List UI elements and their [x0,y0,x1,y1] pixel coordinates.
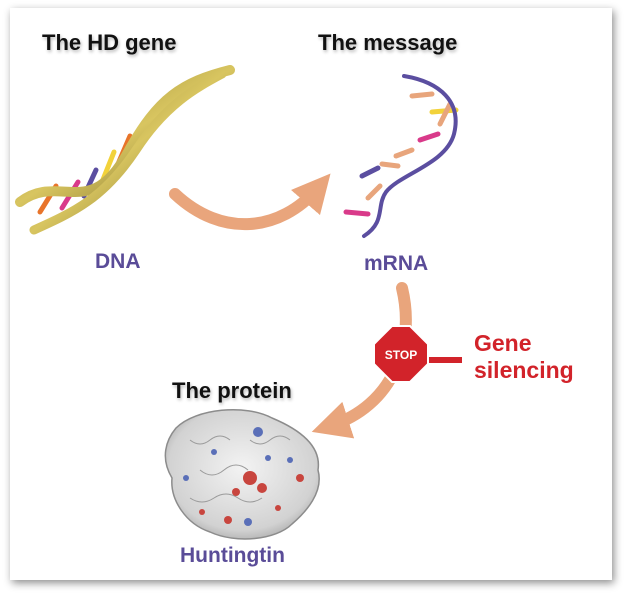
transcription-arrow [169,173,331,230]
stop-sign-text: STOP [385,348,417,362]
stop-sign-icon: STOP [373,325,429,383]
mrna-strand-icon [343,74,459,238]
protein-heading: The protein [172,378,292,403]
dna-label: DNA [95,250,141,273]
gene-silencing-line2: silencing [474,357,574,383]
gene-silencing-line1: Gene [474,330,532,356]
dna-helix-icon [15,65,235,235]
gene-silencing-label: Gene silencing [474,330,574,384]
gene-heading: The HD gene [42,30,177,55]
message-heading: The message [318,30,458,55]
mrna-label: mRNA [364,252,429,275]
huntingtin-protein-icon [164,409,320,540]
huntingtin-label: Huntingtin [180,544,285,567]
